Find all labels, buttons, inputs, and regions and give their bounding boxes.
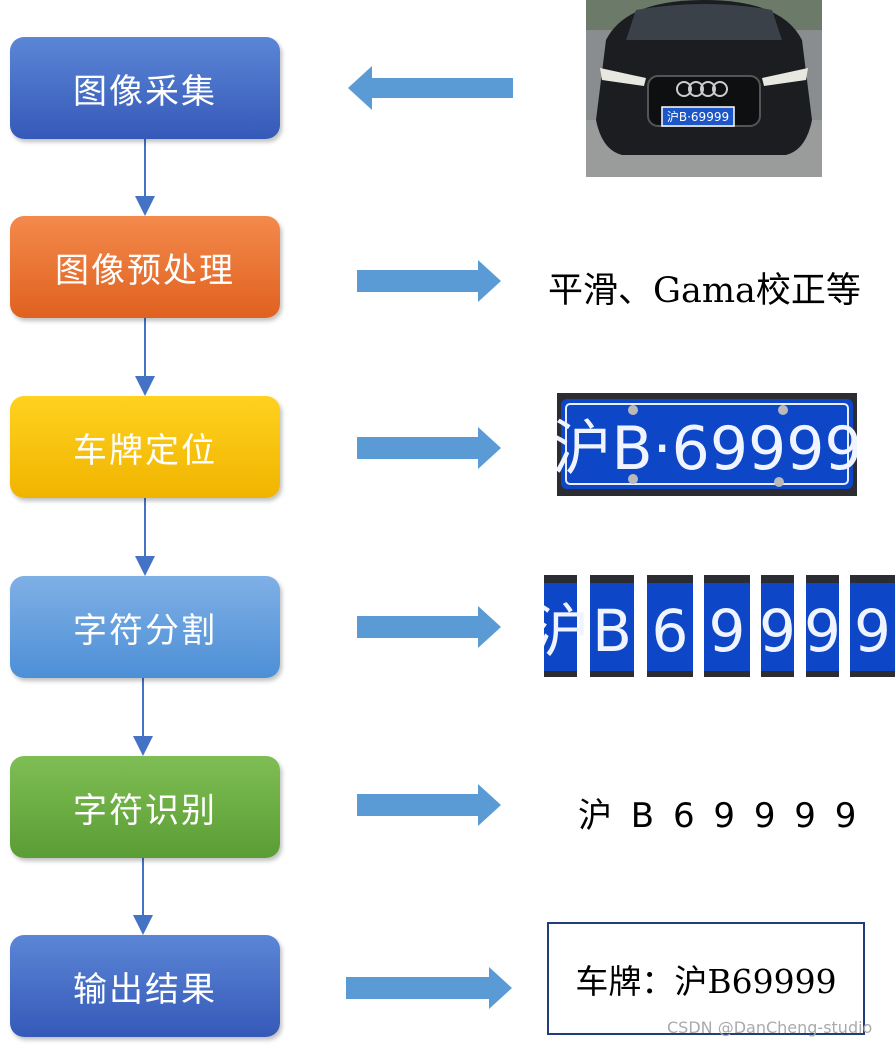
plate-image: 沪B·69999 [557, 393, 857, 496]
watermark: CSDN @DanCheng-studio [667, 1018, 873, 1037]
segment-char: 沪 [544, 597, 590, 665]
segment-tile: 沪 [531, 575, 590, 677]
segment-tile: B [590, 575, 634, 677]
segment-char: 6 [652, 597, 689, 665]
segment-char: 9 [804, 597, 841, 665]
arrow-left-capture [348, 66, 513, 110]
step-label: 输出结果 [73, 969, 217, 1010]
step-label: 图像采集 [73, 71, 217, 112]
segment-tile: 6 [647, 575, 693, 677]
plate-text: 沪B·69999 [557, 414, 857, 484]
segment-char: 9 [709, 597, 746, 665]
arrow-right-recognize [357, 784, 501, 826]
step-label: 字符分割 [73, 610, 217, 651]
step-char-recognize: 字符识别 [10, 756, 280, 858]
arrow-right-preprocess [357, 260, 501, 302]
arrow-right-segment [357, 606, 501, 648]
result-text: 车牌：沪B69999 [575, 961, 837, 1001]
segment-char: 9 [759, 597, 796, 665]
segment-char: B [592, 597, 632, 665]
step-label: 车牌定位 [73, 430, 217, 471]
step-label: 字符识别 [73, 790, 217, 831]
preprocess-text: 平滑、Gama校正等 [548, 271, 861, 311]
arrow-right-locate [357, 427, 501, 469]
segment-char: 9 [854, 597, 891, 665]
step-image-capture: 图像采集 [10, 37, 280, 139]
step-char-segment: 字符分割 [10, 576, 280, 678]
segment-tile: 9 [850, 575, 895, 677]
car-plate [661, 106, 735, 127]
step-preprocess: 图像预处理 [10, 216, 280, 318]
step-output-result: 输出结果 [10, 935, 280, 1037]
car-photo: 沪B·69999 [586, 0, 822, 177]
step-plate-locate: 车牌定位 [10, 396, 280, 498]
recognized-text: 沪 B 6 9 9 9 9 [578, 796, 861, 836]
arrow-right-output [346, 967, 512, 1009]
step-label: 图像预处理 [55, 250, 235, 291]
segment-tile: 9 [759, 575, 796, 677]
result-box: 车牌：沪B69999 [547, 922, 865, 1035]
car-plate-text: 沪B·69999 [667, 110, 729, 124]
segment-tile: 9 [704, 575, 750, 677]
segment-tile: 9 [804, 575, 841, 677]
